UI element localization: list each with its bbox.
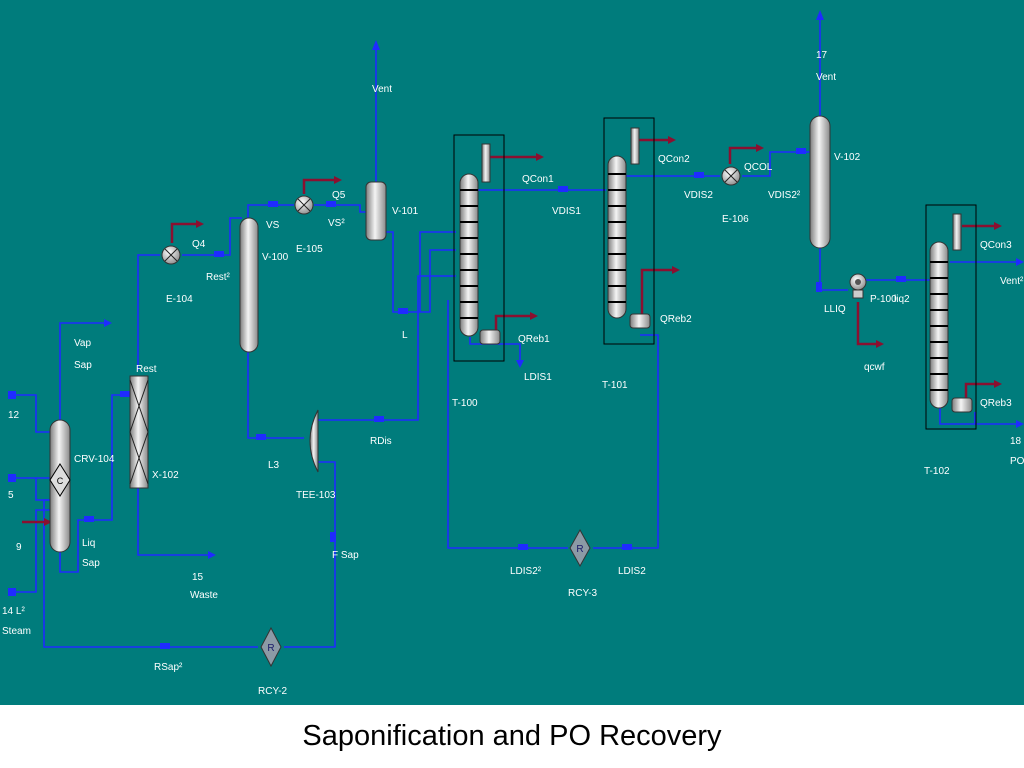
label-x-102: X-102 [152, 470, 179, 481]
label-vap-sap-2: Sap [74, 360, 92, 371]
label-qcon3: QCon3 [980, 240, 1012, 251]
svg-text:R: R [576, 544, 583, 555]
label-vdis2: VDIS2 [684, 190, 713, 201]
label-ldis1: LDIS1 [524, 372, 552, 383]
label-qcwf: qcwf [864, 362, 885, 373]
label-v-102: V-102 [834, 152, 861, 163]
column-t-100[interactable] [453, 134, 505, 362]
separator-v-100[interactable] [239, 217, 259, 353]
label-vent-17-number: 17 [816, 50, 828, 61]
separator-v-101[interactable] [365, 181, 387, 241]
recycle-rcy-2[interactable]: R [260, 626, 282, 668]
label-lliq: LLIQ [824, 304, 846, 315]
label-ldis2: LDIS2 [618, 566, 646, 577]
label-p-100: P-100 [870, 294, 897, 305]
label-l: L [402, 330, 408, 341]
svg-text:C: C [57, 476, 64, 486]
pump-p-100[interactable] [849, 273, 867, 299]
label-tee-103: TEE-103 [296, 490, 336, 501]
svg-text:R: R [267, 643, 274, 654]
material-streams [8, 14, 1020, 648]
label-vdis2b: VDIS2² [768, 190, 801, 201]
label-waste-15: 15 [192, 572, 204, 583]
label-qreb1: QReb1 [518, 334, 550, 345]
label-q5: Q5 [332, 190, 346, 201]
label-po-18: 18 [1010, 436, 1022, 447]
label-stream-12: 12 [8, 410, 20, 421]
label-rdis: RDis [370, 436, 392, 447]
label-liq2: liq2 [894, 294, 910, 305]
heater-e-104[interactable] [161, 245, 181, 265]
heater-e-105[interactable] [294, 195, 314, 215]
label-stream-5: 5 [8, 490, 14, 501]
label-liq-sap-1: Liq [82, 538, 95, 549]
exchanger-x-102[interactable] [129, 375, 149, 489]
label-vs2: VS² [328, 218, 345, 229]
recycle-rcy-3[interactable]: R [569, 528, 591, 568]
label-rsap: RSap² [154, 662, 183, 673]
tee-103[interactable] [309, 409, 319, 473]
label-steam: Steam [2, 626, 31, 637]
label-crv-104: CRV-104 [74, 454, 115, 465]
label-fsap: F Sap [332, 550, 359, 561]
column-t-101[interactable] [603, 117, 655, 345]
label-vent: Vent [372, 84, 392, 95]
label-q4: Q4 [192, 239, 206, 250]
label-e-106: E-106 [722, 214, 749, 225]
label-rcy-3: RCY-3 [568, 588, 598, 599]
label-rest: Rest [136, 364, 157, 375]
stream-labels: 12 5 9 14 L² Steam CRV-104 Vap Sap Liq S… [2, 50, 1024, 697]
label-l3: L3 [268, 460, 280, 471]
label-e-104: E-104 [166, 294, 193, 305]
label-waste: Waste [190, 590, 218, 601]
separator-v-102[interactable] [809, 115, 831, 249]
label-t-102: T-102 [924, 466, 950, 477]
reactor-crv-104[interactable]: C [49, 419, 71, 553]
label-qreb3: QReb3 [980, 398, 1012, 409]
energy-streams [22, 136, 1002, 526]
label-ldis2-recycle: LDIS2² [510, 566, 542, 577]
heater-e-106[interactable] [721, 166, 741, 186]
flowsheet-canvas: C R [0, 0, 1024, 705]
stream-arrows [8, 10, 1024, 649]
slide-caption: Saponification and PO Recovery [0, 705, 1024, 768]
label-qcon2: QCon2 [658, 154, 690, 165]
label-liq-sap-2: Sap [82, 558, 100, 569]
label-stream-14: 14 L² [2, 606, 25, 617]
label-vs: VS [266, 220, 280, 231]
label-t-100: T-100 [452, 398, 478, 409]
label-rcy-2: RCY-2 [258, 686, 288, 697]
label-vent-17: Vent [816, 72, 836, 83]
label-t-101: T-101 [602, 380, 628, 391]
label-qcol: QCOL [744, 162, 773, 173]
label-v-100: V-100 [262, 252, 289, 263]
label-po: PO [1010, 456, 1024, 467]
label-vap-sap-1: Vap [74, 338, 91, 349]
label-qcon1: QCon1 [522, 174, 554, 185]
label-rest2: Rest² [206, 272, 231, 283]
column-t-102[interactable] [925, 204, 977, 430]
label-vent2: Vent² [1000, 276, 1024, 287]
label-v-101: V-101 [392, 206, 419, 217]
label-e-105: E-105 [296, 244, 323, 255]
label-qreb2: QReb2 [660, 314, 692, 325]
label-vdis1: VDIS1 [552, 206, 581, 217]
label-stream-9: 9 [16, 542, 22, 553]
